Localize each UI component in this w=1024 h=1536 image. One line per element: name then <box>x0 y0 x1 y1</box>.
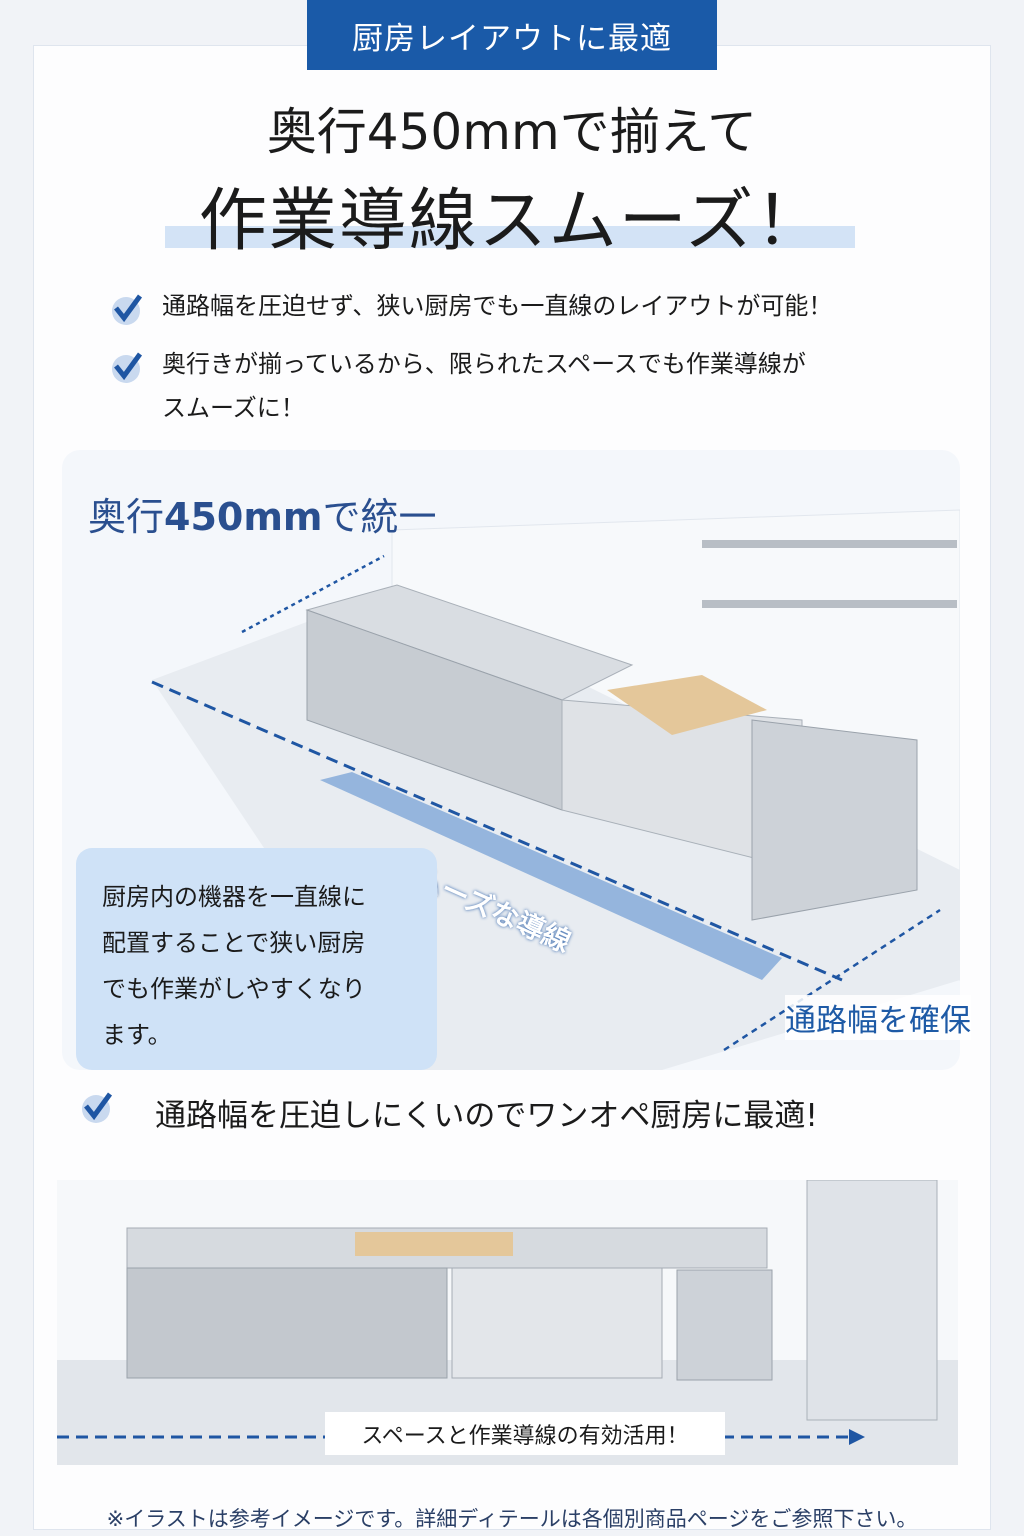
bullet-2-line-1: 奥行きが揃っているから、限られたスペースでも作業導線が <box>162 350 806 378</box>
depth-label: 奥行450mmで統一 <box>88 486 437 541</box>
header-banner: 厨房レイアウトに最適 <box>307 0 717 70</box>
bubble-line: でも作業がしやすくなり <box>102 975 366 1003</box>
info-bubble: 厨房内の機器を一直線に 配置することで狭い厨房 でも作業がしやすくなり ます。 <box>76 848 437 1070</box>
bullet-2-line-2: スムーズに！ <box>162 394 305 422</box>
kitchen-layout-drawing <box>151 509 960 1070</box>
bubble-line: 厨房内の機器を一直線に <box>102 883 366 911</box>
bullet-1: 通路幅を圧迫せず、狭い厨房でも一直線のレイアウトが可能！ <box>162 292 833 320</box>
bubble-line: 配置することで狭い厨房 <box>102 929 366 957</box>
footnote: ※イラストは参考イメージです。詳細ディテールは各個別商品ページをご参照下さい。 <box>106 1507 918 1531</box>
title-line-1: 奥行450mmで揃えて <box>266 103 758 161</box>
check-icon <box>112 294 143 325</box>
title-line-2: 作業導線スムーズ！ <box>198 182 826 261</box>
check-icon <box>82 1092 113 1123</box>
kitchen-row-drawing <box>57 1180 958 1465</box>
aisle-label: 通路幅を確保 <box>785 995 971 1040</box>
check-icon <box>112 352 143 383</box>
depth-label-prefix: 奥行 <box>88 495 165 539</box>
depth-label-suffix: で統一 <box>322 495 437 539</box>
depth-label-value: 450mm <box>164 495 323 539</box>
bullet-2: 奥行きが揃っているから、限られたスペースでも作業導線がスムーズに！ <box>162 342 806 430</box>
caption-box: スペースと作業導線の有効活用！ <box>325 1412 725 1455</box>
title-highlight <box>165 226 855 248</box>
one-operation-text: 通路幅を圧迫しにくいのでワンオペ厨房に最適! <box>155 1098 818 1134</box>
bubble-line: ます。 <box>102 1021 172 1049</box>
